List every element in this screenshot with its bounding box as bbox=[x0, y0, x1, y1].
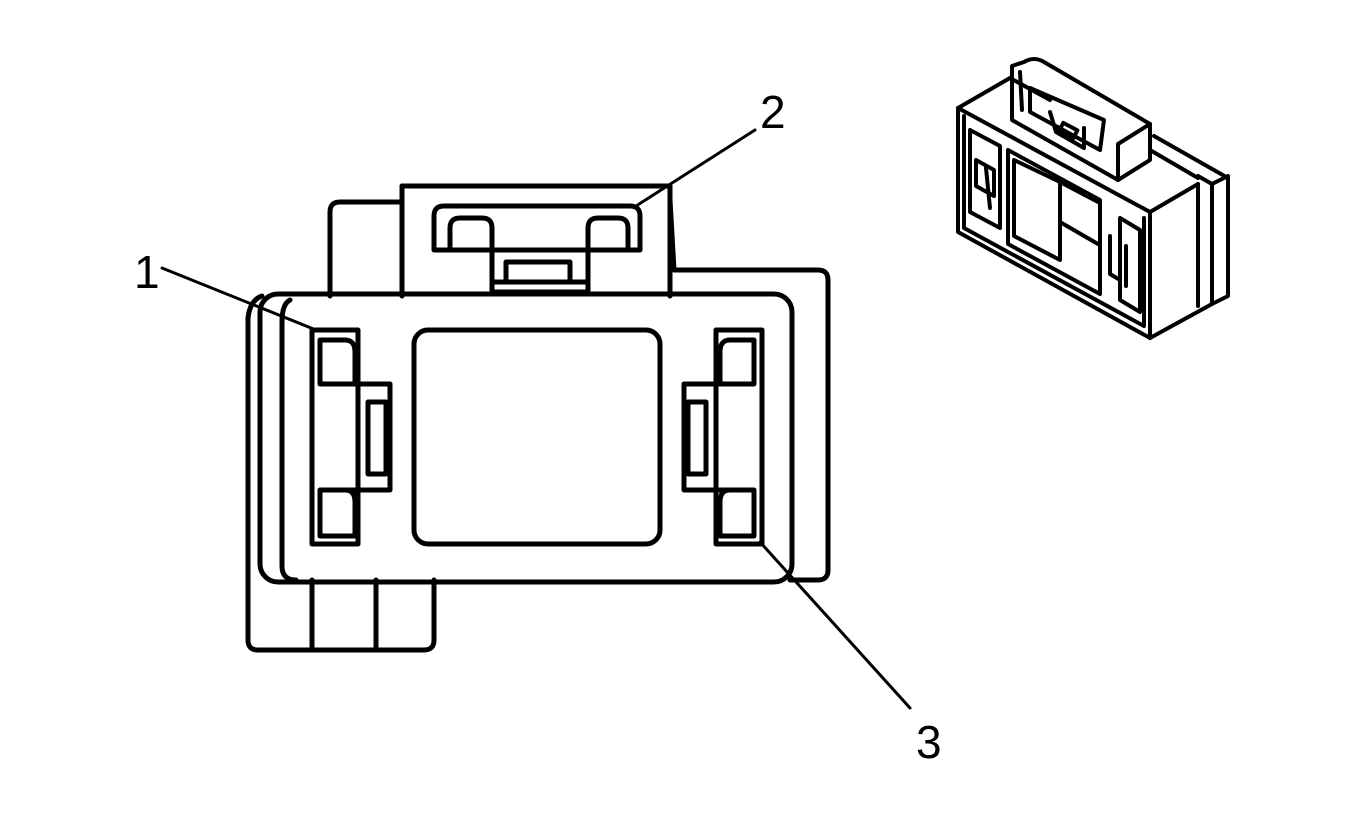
callout-1: 1 bbox=[134, 246, 160, 298]
connector-isometric-view bbox=[956, 57, 1230, 340]
connector-back-shell bbox=[327, 183, 831, 583]
left-terminal-latch bbox=[309, 327, 393, 547]
central-cavity bbox=[411, 327, 663, 547]
callout-2: 2 bbox=[760, 86, 786, 138]
leader-line-3 bbox=[758, 540, 912, 710]
top-latch bbox=[399, 183, 673, 299]
front-face-inner bbox=[279, 297, 299, 583]
leader-line-1 bbox=[160, 266, 318, 332]
bottom-housing bbox=[245, 293, 437, 653]
callout-3: 3 bbox=[916, 716, 942, 768]
leader-line-2 bbox=[634, 128, 757, 208]
right-terminal-latch bbox=[681, 327, 765, 547]
front-face-plate bbox=[257, 291, 795, 585]
connector-front-view bbox=[245, 183, 831, 653]
